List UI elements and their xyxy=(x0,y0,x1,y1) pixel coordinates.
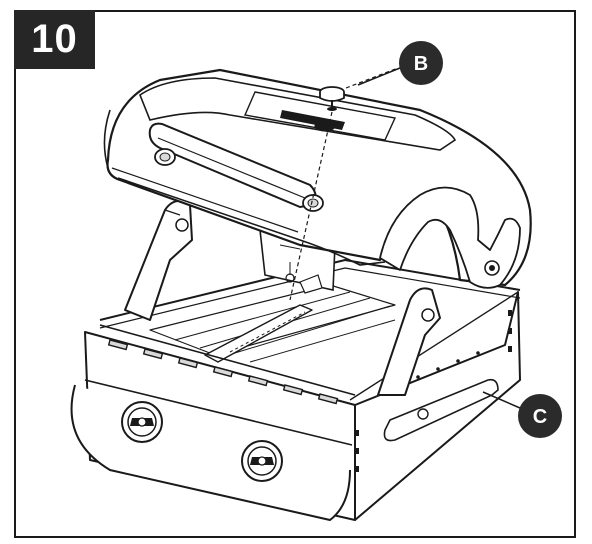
callout-c-label: C xyxy=(533,406,547,428)
right-hinge-bracket xyxy=(377,287,441,396)
callout-c-bubble xyxy=(518,394,562,438)
left-hinge-bracket xyxy=(124,200,193,321)
right-side-panel xyxy=(349,291,521,521)
temperature-gauge xyxy=(319,86,345,111)
assembly-guide-lines xyxy=(289,67,399,301)
callout-c: C xyxy=(482,391,562,438)
callout-c-leader xyxy=(482,391,521,409)
callout-b-label: B xyxy=(414,53,428,75)
callout-b-leader xyxy=(357,67,401,86)
control-knob-right xyxy=(241,440,283,482)
control-knob-left xyxy=(121,401,163,443)
callout-b-bubble xyxy=(399,41,443,85)
grill-lid xyxy=(103,68,532,289)
callout-b: B xyxy=(357,41,443,86)
step-number-badge: 10 xyxy=(14,10,95,69)
lid-handle xyxy=(148,122,324,212)
